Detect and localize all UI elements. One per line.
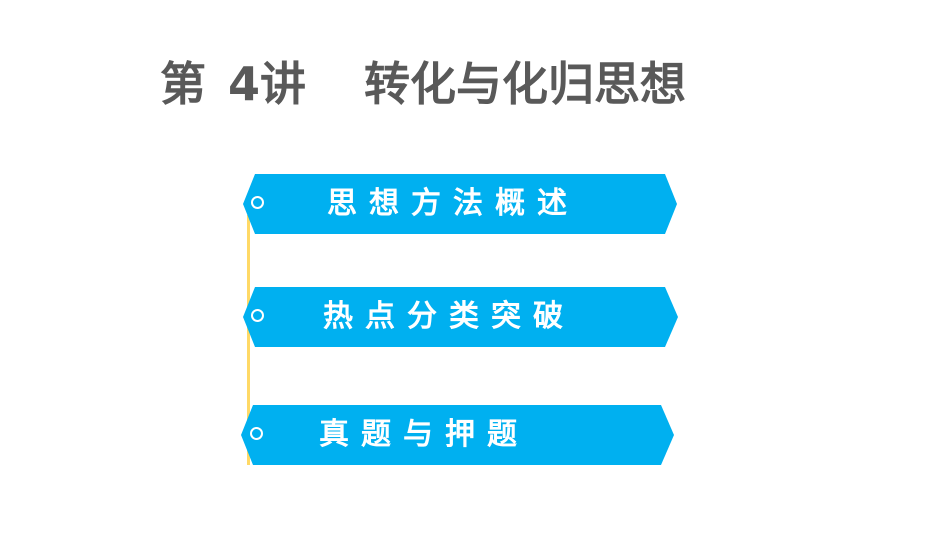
menu-item-exam-questions[interactable]: 真题与押题 [241,405,677,465]
menu-item-hotspots[interactable]: 热点分类突破 [243,287,679,347]
banner-shape [243,287,678,347]
banner-shape [241,405,674,465]
menu-item-overview[interactable]: 思想方法概述 [243,174,679,234]
title-number: 4 [228,57,261,111]
circle-icon [251,309,264,322]
title-suffix: 讲 [260,57,307,111]
menu-item-label: 真题与押题 [319,417,529,452]
title-topic: 转化与化归思想 [364,57,687,111]
banner-shape [243,174,677,234]
timeline-line [247,215,250,465]
menu-item-label: 思想方法概述 [327,186,579,221]
circle-icon [250,427,263,440]
circle-icon [251,196,264,209]
menu-item-label: 热点分类突破 [323,299,575,334]
title-prefix: 第 [160,57,206,111]
